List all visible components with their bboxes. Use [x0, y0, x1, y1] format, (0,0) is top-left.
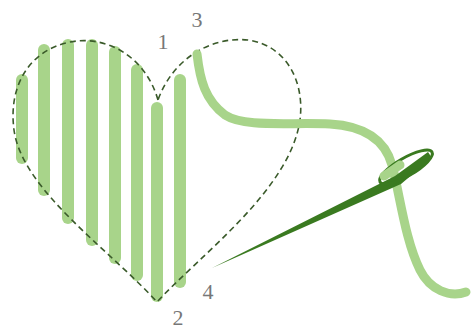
satin-stitches [22, 45, 180, 296]
thread [197, 54, 466, 294]
needle-eye [376, 144, 437, 190]
callout-number: 2 [173, 307, 184, 329]
heart-outline [13, 40, 301, 302]
needle [212, 152, 432, 268]
callout-number: 1 [158, 31, 169, 53]
callout-number: 4 [203, 281, 214, 303]
callout-number: 3 [192, 9, 203, 31]
thread-through-eye [384, 165, 400, 176]
